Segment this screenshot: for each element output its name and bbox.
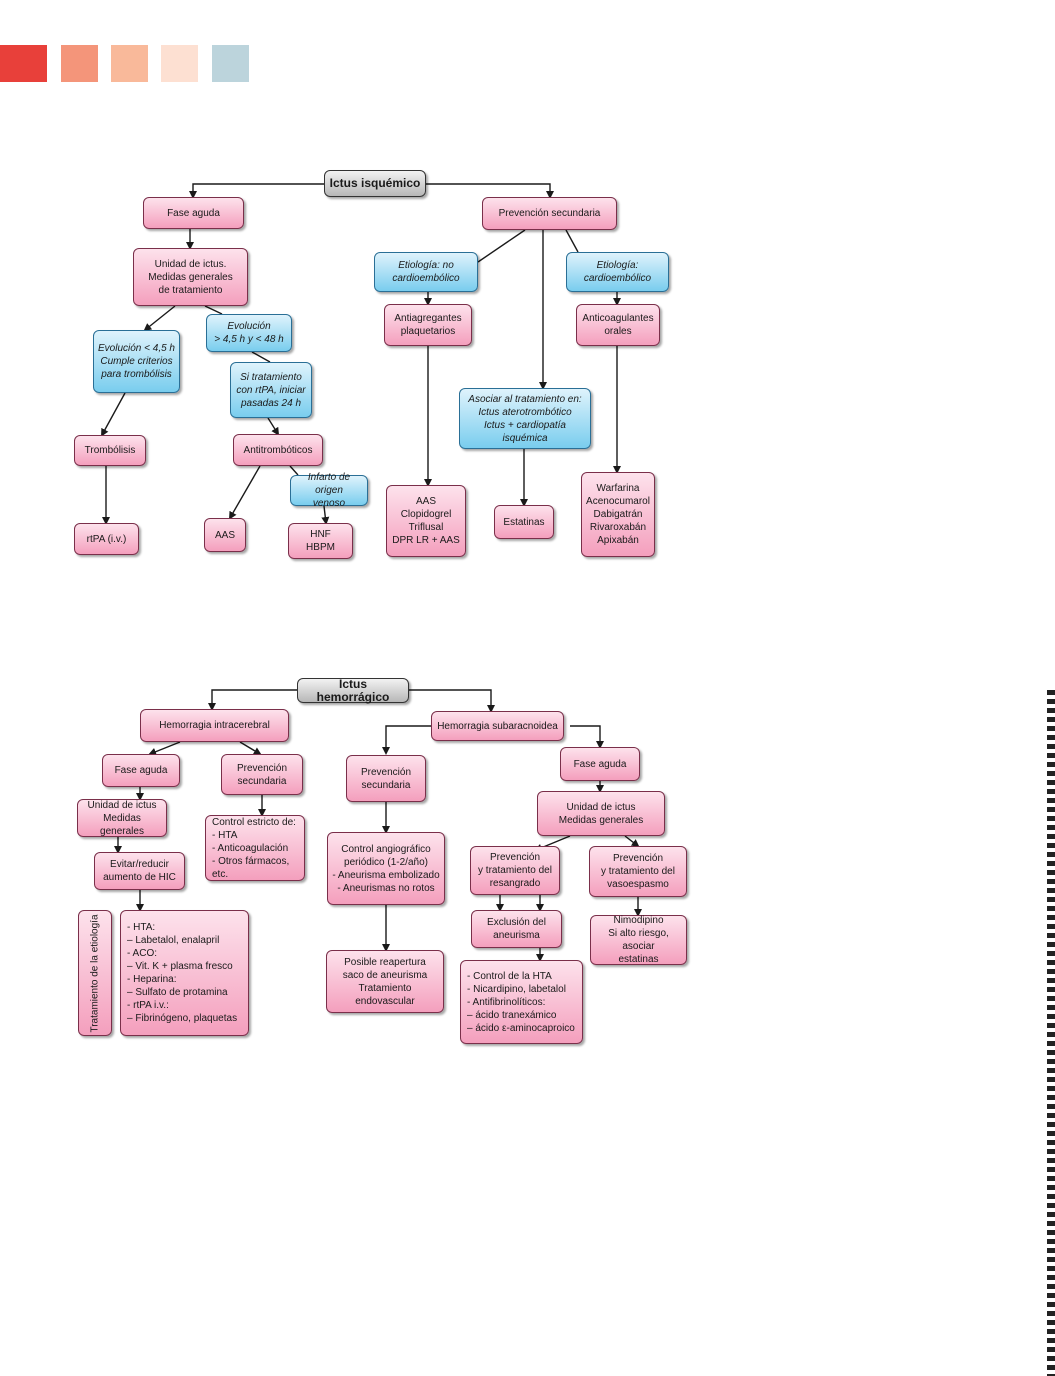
- node-rtpa-iv: rtPA (i.v.): [74, 523, 139, 555]
- node-anticoagulantes-lista: Warfarina Acenocumarol Dabigatrán Rivaro…: [581, 472, 655, 557]
- node-hnf-hbpm: HNF HBPM: [288, 523, 353, 559]
- swatch-peach: [111, 45, 148, 82]
- node-posible-reapertura: Posible reapertura saco de aneurisma Tra…: [326, 950, 444, 1013]
- swatch-cream: [161, 45, 198, 82]
- node-antiagregantes: Antiagregantes plaquetarios: [384, 304, 472, 346]
- swatch-blue-grey: [212, 45, 249, 82]
- node-anticoagulantes-orales: Anticoagulantes orales: [576, 304, 660, 346]
- node-hemorragia-subaracnoidea: Hemorragia subaracnoidea: [431, 711, 564, 741]
- node-asociar-tratamiento: Asociar al tratamiento en: Ictus aterotr…: [459, 388, 591, 449]
- node-ictus-isquemico: Ictus isquémico: [324, 170, 426, 197]
- node-ictus-hemorragico: Ictus hemorrágico: [297, 677, 409, 703]
- node-prevencion-secundaria: Prevención secundaria: [482, 197, 617, 230]
- node-evitar-aumento-hic: Evitar/reducir aumento de HIC: [94, 852, 185, 890]
- node-etiologia-lista: - HTA: – Labetalol, enalapril - ACO: – V…: [120, 910, 249, 1036]
- node-trombolisis: Trombólisis: [74, 435, 146, 466]
- tratamiento-etiologia-label: Tratamiento de la etiología: [89, 913, 101, 1033]
- node-si-tratamiento-rtpa: Si tratamiento con rtPA, iniciar pasadas…: [230, 362, 312, 418]
- swatch-red: [0, 45, 47, 82]
- node-antiagregantes-lista: AAS Clopidogrel Triflusal DPR LR + AAS: [386, 485, 466, 557]
- node-infarto-venoso: Infarto de origen venoso: [290, 472, 368, 509]
- node-prevencion-secundaria-hic: Prevención secundaria: [221, 754, 303, 795]
- node-prevencion-resangrado: Prevención y tratamiento del resangrado: [470, 846, 560, 895]
- node-aas: AAS: [204, 518, 246, 552]
- node-control-hta: - Control de la HTA - Nicardipino, labet…: [460, 960, 583, 1044]
- node-control-angiografico: Control angiográfico periódico (1-2/año)…: [327, 832, 445, 905]
- node-antitromboticos: Antitrombóticos: [233, 434, 323, 466]
- node-control-estricto: Control estricto de: - HTA - Anticoagula…: [205, 815, 305, 881]
- swatch-salmon: [61, 45, 98, 82]
- node-unidad-ictus-hic: Unidad de ictus Medidas generales: [77, 799, 167, 837]
- node-unidad-ictus: Unidad de ictus. Medidas generales de tr…: [133, 248, 248, 306]
- node-etiologia-cardioembolico: Etiología: cardioembólico: [566, 252, 669, 292]
- node-tratamiento-etiologia: Tratamiento de la etiología: [78, 910, 112, 1036]
- right-edge-decoration: [1047, 690, 1055, 1376]
- node-fase-aguda-hsa: Fase aguda: [560, 747, 640, 781]
- node-fase-aguda-hic: Fase aguda: [102, 754, 180, 787]
- node-nimodipino: Nimodipino Si alto riesgo, asociar estat…: [590, 915, 687, 965]
- node-prevencion-vasoespasmo: Prevención y tratamiento del vasoespasmo: [589, 846, 687, 897]
- node-etiologia-no-cardioembolico: Etiología: no cardioembólico: [374, 252, 478, 292]
- node-prevencion-secundaria-hsa: Prevención secundaria: [346, 755, 426, 802]
- node-fase-aguda: Fase aguda: [143, 197, 244, 229]
- node-evolucion-menor-4-5h: Evolución < 4,5 h Cumple criterios para …: [93, 330, 180, 393]
- node-unidad-ictus-hsa: Unidad de ictus Medidas generales: [537, 791, 665, 836]
- node-exclusion-aneurisma: Exclusión del aneurisma: [471, 910, 562, 948]
- node-evolucion-mayor-4-5h: Evolución > 4,5 h y < 48 h: [206, 314, 292, 352]
- node-estatinas: Estatinas: [494, 505, 554, 539]
- node-hemorragia-intracerebral: Hemorragia intracerebral: [140, 709, 289, 742]
